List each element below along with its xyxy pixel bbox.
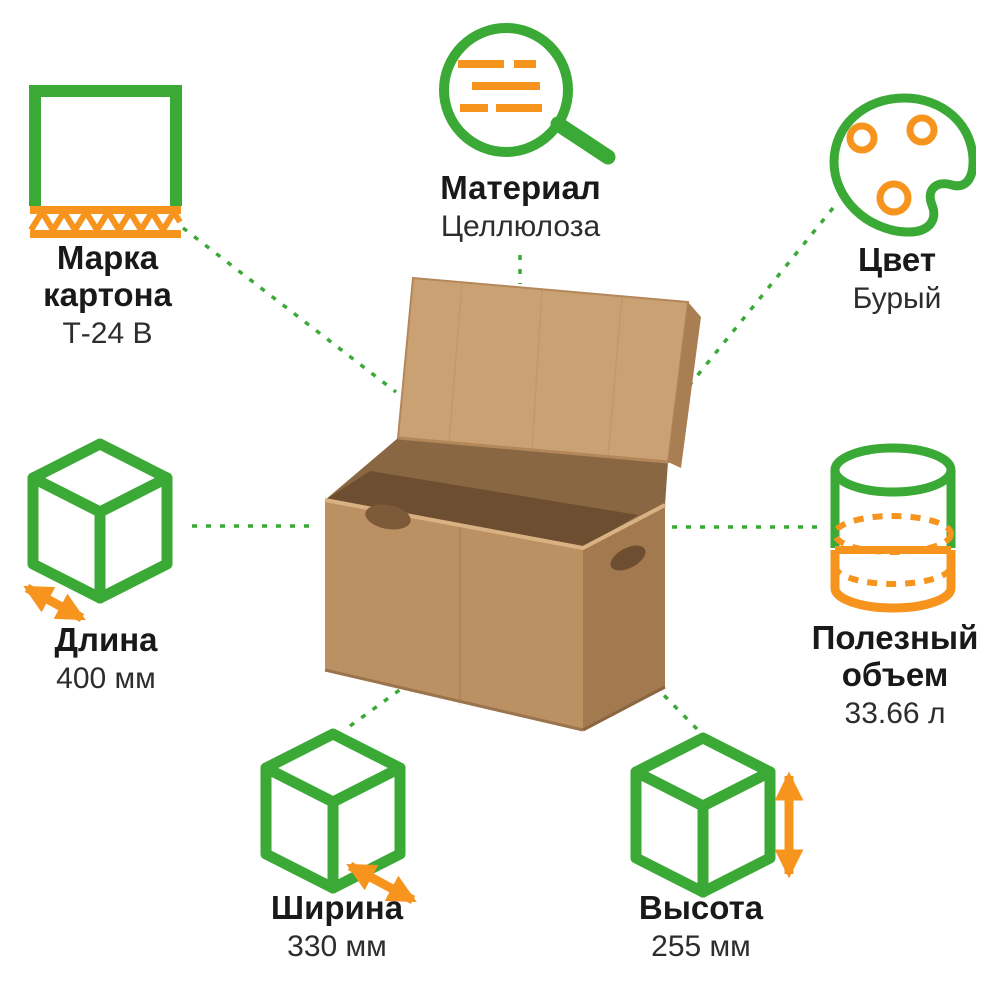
cylinder-volume-icon (830, 443, 956, 613)
feature-value-height: 255 мм (651, 929, 751, 963)
board-outline (29, 85, 182, 206)
feature-label-width: Ширина (270, 889, 404, 926)
box-handle-hole-side (610, 545, 646, 571)
box-front-face (325, 500, 583, 730)
feature-label-height: Высота (638, 889, 764, 926)
cylinder-bottom-arc (830, 587, 956, 613)
feature-volume: Полезный объем 33.66 л (790, 619, 1000, 731)
box-side-face (583, 505, 665, 730)
connector-line (682, 206, 835, 394)
box-handle-hole-front (365, 504, 411, 530)
cube-length-arrow-icon (23, 438, 173, 622)
lower-dashed-arc (832, 565, 954, 587)
feature-height: Высота 255 мм (595, 889, 807, 964)
feature-label-grade: Марка картона (43, 239, 172, 313)
paint-dots (846, 114, 938, 216)
feature-value-material: Целлюлоза (440, 209, 601, 243)
box-rim-edge (324, 498, 666, 551)
magnifier-fibers-icon (439, 23, 616, 165)
feature-value-length: 400 мм (56, 661, 156, 695)
feature-label-length: Длина (54, 621, 158, 658)
palette-icon (829, 93, 976, 237)
feature-cardboard-grade: Марка картона Т-24 В (0, 239, 215, 351)
cylinder-top (830, 443, 956, 497)
connector-line (181, 226, 398, 394)
feature-label-color: Цвет (857, 241, 937, 278)
feature-value-volume: 33.66 л (844, 696, 946, 730)
connector-line (649, 680, 699, 731)
cube-width-arrow-icon (260, 728, 417, 904)
box-lid (396, 276, 690, 464)
box-back-rim (397, 436, 669, 464)
feature-width: Ширина 330 мм (228, 889, 446, 964)
width-arrow (346, 862, 417, 904)
length-arrow (23, 584, 86, 622)
magnifier-lens (439, 23, 573, 157)
feature-color: Цвет Бурый (802, 241, 992, 316)
box-bottom-edge-side (582, 685, 666, 732)
box-lid-texture (448, 282, 623, 458)
box-lid-flap (668, 302, 701, 468)
cube-wireframe (260, 728, 406, 894)
palette-outline (829, 93, 976, 237)
board-flute-zigzag (28, 206, 183, 236)
feature-label-volume: Полезный объем (811, 619, 979, 693)
feature-value-width: 330 мм (287, 929, 387, 963)
feature-material: Материал Целлюлоза (368, 169, 673, 244)
feature-label-material: Материал (440, 169, 601, 206)
fiber-lines (458, 60, 542, 112)
cube-height-arrow-icon (630, 732, 804, 898)
feature-value-grade: Т-24 В (62, 316, 153, 350)
box-bottom-edge-front (324, 668, 584, 732)
magnifier-handle (550, 116, 616, 165)
corrugated-board-icon (28, 85, 183, 238)
box-interior-bottom (325, 471, 638, 548)
feature-value-color: Бурый (852, 281, 942, 315)
cube-wireframe (630, 732, 776, 898)
feature-length: Длина 400 мм (2, 621, 210, 696)
open-cardboard-box-illustration (324, 276, 701, 732)
cube-wireframe (27, 438, 173, 604)
